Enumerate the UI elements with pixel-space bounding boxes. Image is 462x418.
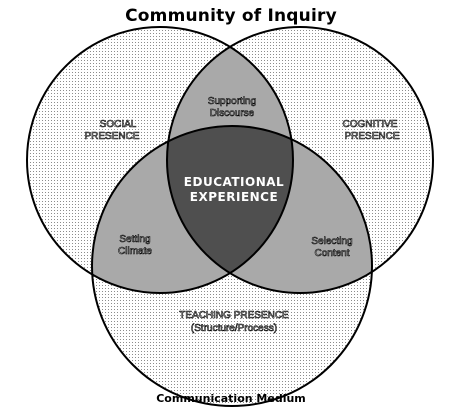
educational-experience-label-line1: EDUCATIONAL <box>184 175 284 189</box>
supporting-discourse-label-line1: Supporting <box>208 96 256 107</box>
setting-climate-label-line2: Climate <box>118 246 152 257</box>
teaching-presence-outline <box>91 125 373 407</box>
cognitive-presence-label-line1: COGNITIVE <box>342 119 397 130</box>
educational-experience-region <box>167 126 293 293</box>
cognitive-presence-label-line2: PRESENCE <box>344 131 399 142</box>
educational-experience-label-line2: EXPERIENCE <box>190 190 278 204</box>
social-presence-label-line2: PRESENCE <box>84 131 139 142</box>
setting-climate-label-line1: Setting <box>119 234 150 245</box>
cognitive-presence-outline <box>166 26 434 294</box>
social-presence-outline <box>26 26 294 294</box>
supporting-discourse-label-line2: Discourse <box>210 108 255 119</box>
diagram-title: Community of Inquiry <box>125 6 337 26</box>
social-presence-label-line1: SOCIAL <box>100 119 137 130</box>
selecting-content-label-line1: Selecting <box>311 236 352 247</box>
communication-medium-caption: Communication Medium <box>156 392 306 405</box>
selecting-content-label-line2: Content <box>314 248 349 259</box>
teaching-presence-label-line2: (Structure/Process) <box>191 323 277 334</box>
teaching-presence-label-line1: TEACHING PRESENCE <box>179 310 289 321</box>
